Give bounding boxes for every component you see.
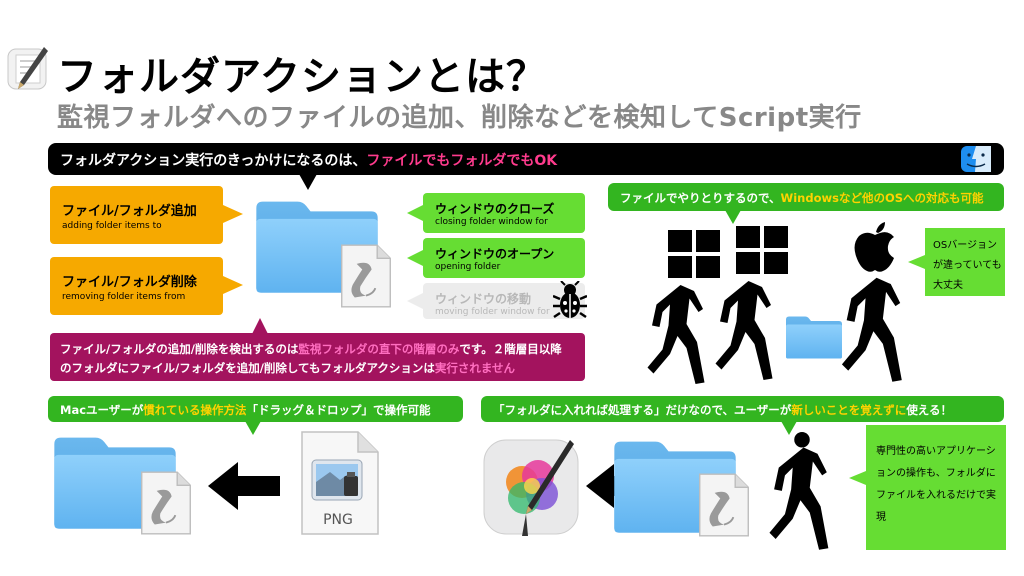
callout-adding-pointer	[223, 205, 243, 223]
scope-note-l1b: 監視フォルダの直下の階層のみ	[298, 342, 460, 356]
pro-apps-note: 専門性の高いアプリケーションの操作も、フォルダにファイルを入れるだけで実現	[866, 425, 1006, 550]
walking-person-icon	[706, 266, 788, 386]
callout-window-close: ウィンドウのクローズ closing folder window for	[423, 193, 585, 233]
os-compat-text: ファイルでやりとりするので、Windowsなど他のOSへの対応も可能	[620, 190, 984, 206]
no-learning-text: 「フォルダに入れれば処理する」だけなので、ユーザーが新しいことを覚えずに使える！	[493, 402, 952, 418]
page-title: フォルダアクションとは？	[57, 54, 547, 100]
callout-removing-items: ファイル/フォルダ削除 removing folder items from	[50, 257, 223, 315]
script-document-icon	[138, 470, 194, 536]
finder-icon	[960, 145, 992, 173]
windows-logo-icon	[736, 226, 788, 274]
no-learning-banner: 「フォルダに入れれば処理する」だけなので、ユーザーが新しいことを覚えずに使える！	[481, 396, 1004, 422]
os-version-note: OSバージョンが違っていても大丈夫	[925, 228, 1005, 296]
scope-note: ファイル/フォルダの追加/削除を検出するのは監視フォルダの直下の階層のみです。２…	[50, 333, 585, 381]
drag-drop-c: 「ドラッグ＆ドロップ」で操作可能	[246, 403, 431, 417]
callout-move-title: ウィンドウの移動	[435, 292, 532, 306]
png-label: PNG	[323, 512, 353, 528]
no-learning-pointer	[781, 421, 797, 435]
script-document-icon	[696, 472, 752, 538]
os-note-pointer	[908, 255, 925, 269]
script-document-icon	[338, 243, 394, 309]
png-file-icon	[296, 430, 382, 536]
os-compat-a: ファイルでやりとりするので、	[620, 191, 781, 205]
note-pointer	[252, 318, 268, 334]
walking-person-icon	[762, 432, 842, 556]
pixelmator-app-icon	[482, 436, 580, 540]
callout-close-sub: closing folder window for	[435, 217, 548, 227]
os-compat-banner: ファイルでやりとりするので、Windowsなど他のOSへの対応も可能	[608, 183, 1004, 211]
no-learning-b: 新しいことを覚えずに	[791, 403, 907, 417]
callout-adding-sub: adding folder items to	[62, 221, 162, 231]
left-arrow-icon	[208, 462, 280, 510]
drag-drop-pointer	[245, 421, 261, 435]
page-subtitle: 監視フォルダへのファイルの追加、削除などを検知してScript実行	[57, 103, 862, 133]
drag-drop-a: Macユーザーが	[60, 403, 144, 417]
apple-logo-icon	[852, 222, 898, 274]
scope-note-l1a: ファイル/フォルダの追加/削除を検出するのは	[60, 342, 299, 356]
callout-close-title: ウィンドウのクローズ	[435, 202, 555, 216]
callout-open-title: ウィンドウのオープン	[435, 247, 555, 261]
callout-move-sub: moving folder window for	[435, 307, 550, 317]
walking-person-icon	[834, 262, 916, 388]
drag-drop-banner: Macユーザーが慣れている操作方法「ドラッグ＆ドロップ」で操作可能	[48, 396, 463, 422]
callout-window-move: ウィンドウの移動 moving folder window for	[423, 283, 585, 319]
callout-adding-items: ファイル/フォルダ追加 adding folder items to	[50, 186, 223, 244]
trigger-banner-text: フォルダアクション実行のきっかけになるのは、ファイルでもフォルダでもOK	[60, 150, 557, 170]
callout-removing-pointer	[223, 276, 243, 294]
callout-removing-title: ファイル/フォルダ削除	[62, 275, 197, 290]
no-learning-c: 使える！	[906, 403, 952, 417]
drag-drop-text: Macユーザーが慣れている操作方法「ドラッグ＆ドロップ」で操作可能	[60, 402, 430, 418]
os-compat-b: Windowsなど他のOSへの対応も可能	[780, 191, 984, 205]
banner-pointer	[299, 174, 317, 190]
os-version-note-text: OSバージョンが違っていても大丈夫	[933, 240, 1002, 291]
callout-open-sub: opening folder	[435, 262, 501, 272]
scope-note-line2: のフォルダにファイル/フォルダを追加/削除してもフォルダアクションは実行されませ…	[60, 360, 515, 376]
drag-drop-b: 慣れている操作方法	[143, 403, 247, 417]
no-learning-a: 「フォルダに入れれば処理する」だけなので、ユーザーが	[493, 403, 792, 417]
callout-window-open: ウィンドウのオープン opening folder	[423, 238, 585, 278]
trigger-banner-highlight: ファイルでもフォルダでもOK	[366, 153, 558, 169]
scope-note-line1: ファイル/フォルダの追加/削除を検出するのは監視フォルダの直下の階層のみです。２…	[60, 341, 562, 357]
pro-note-pointer	[849, 471, 866, 485]
callout-close-pointer	[407, 205, 423, 221]
os-compat-pointer	[725, 210, 741, 224]
callout-open-pointer	[407, 250, 423, 266]
windows-logo-icon	[668, 230, 720, 278]
callout-adding-title: ファイル/フォルダ追加	[62, 204, 197, 219]
trigger-banner: フォルダアクション実行のきっかけになるのは、ファイルでもフォルダでもOK	[48, 143, 1004, 175]
bug-icon	[552, 280, 588, 321]
pro-apps-note-text: 専門性の高いアプリケーションの操作も、フォルダにファイルを入れるだけで実現	[876, 446, 996, 523]
scope-note-l2b: 実行されません	[434, 361, 516, 375]
scope-note-l1c: です。２階層目以降	[459, 342, 562, 356]
callout-move-pointer	[407, 293, 423, 309]
trigger-banner-prefix: フォルダアクション実行のきっかけになるのは、	[60, 153, 367, 169]
scope-note-l2a: のフォルダにファイル/フォルダを追加/削除してもフォルダアクションは	[60, 361, 435, 375]
script-editor-icon	[6, 45, 50, 93]
callout-removing-sub: removing folder items from	[62, 292, 186, 302]
